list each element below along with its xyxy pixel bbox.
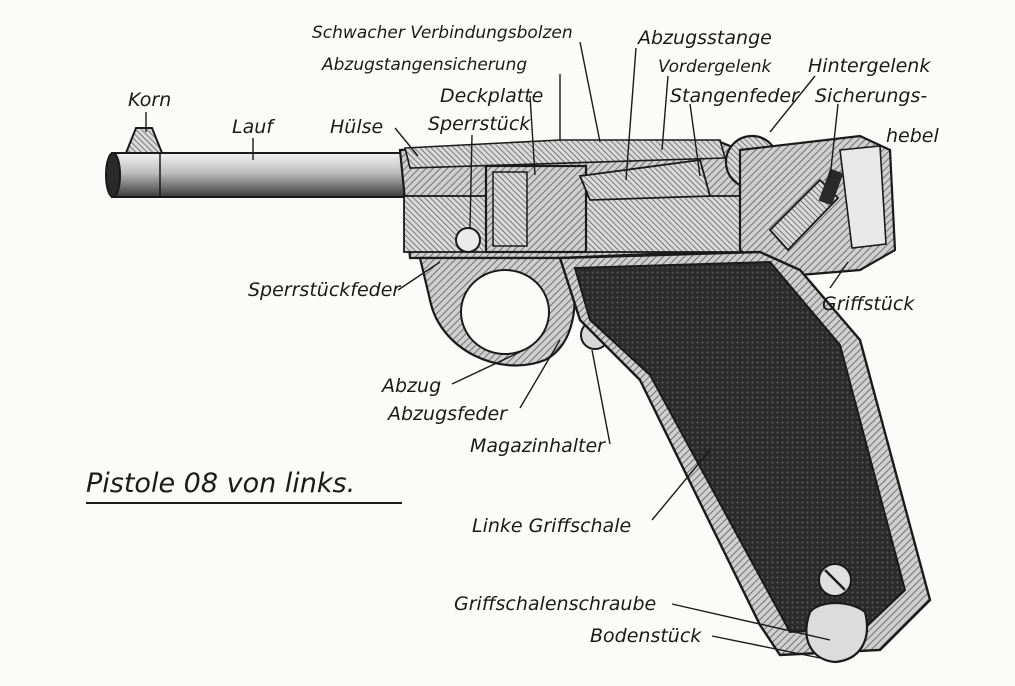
caption-group: Pistole 08 von links. (86, 468, 402, 504)
grip (558, 250, 932, 657)
label-sperrstueckfeder: Sperrstückfeder (248, 279, 401, 301)
label-stangenfeder: Stangenfeder (670, 85, 800, 107)
magazine-base (805, 602, 869, 664)
front-sight (124, 127, 164, 154)
label-hintergelenk: Hintergelenk (808, 55, 931, 77)
label-deckplatte: Deckplatte (440, 85, 543, 107)
label-korn: Korn (128, 89, 171, 111)
label-sicherungshebel-2: hebel (886, 125, 939, 147)
pistol-illustration (105, 127, 932, 664)
label-abzugsstange: Abzugsstange (636, 27, 772, 49)
label-bodenstueck: Bodenstück (590, 625, 702, 647)
barrel (105, 152, 413, 198)
frame-rear (738, 134, 897, 277)
label-abzugsfeder: Abzugsfeder (386, 403, 508, 425)
label-abzug: Abzug (380, 375, 441, 397)
diagram-caption: Pistole 08 von links. (86, 468, 355, 499)
leader-lines (145, 41, 849, 659)
label-linke-griffschale: Linke Griffschale (472, 515, 631, 537)
label-vordergelenk: Vordergelenk (658, 57, 772, 77)
label-schwacher-verbindungsbolzen: Schwacher Verbindungsbolzen (312, 23, 573, 43)
label-lauf: Lauf (232, 116, 276, 138)
label-huelse: Hülse (330, 116, 383, 138)
label-griffschalenschraube: Griffschalenschraube (454, 593, 656, 615)
label-magazinhalter: Magazinhalter (470, 435, 606, 457)
cover-plate (455, 164, 588, 254)
label-griffstueck: Griffstück (822, 293, 915, 315)
labels: Korn Lauf Hülse Schwacher Verbindungsbol… (128, 23, 939, 647)
label-abzugstangensicherung: Abzugstangensicherung (321, 55, 527, 75)
label-sicherungshebel-1: Sicherungs- (815, 85, 927, 107)
label-sperrstueck: Sperrstück (428, 113, 531, 135)
